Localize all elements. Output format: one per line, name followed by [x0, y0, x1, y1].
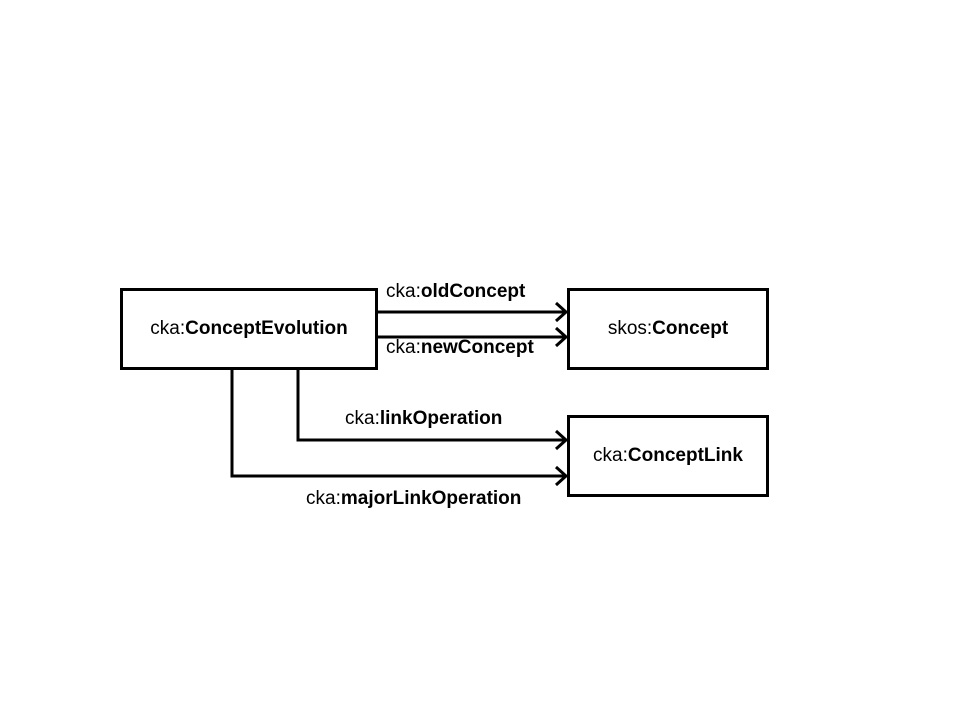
arrowhead-old-concept: [554, 301, 569, 323]
arrowhead-major-link-operation: [554, 465, 569, 487]
old-concept-label: cka:oldConcept: [386, 281, 526, 302]
major-link-operation-label: cka:majorLinkOperation: [306, 488, 522, 509]
edge-link-operation: [296, 369, 566, 442]
concept-evolution-name: ConceptEvolution: [185, 318, 348, 339]
concept-evolution-prefix: cka:: [150, 318, 186, 339]
skos-concept-prefix: skos:: [607, 318, 653, 339]
edge-major-link-operation: [230, 369, 566, 478]
skos-concept-name: Concept: [652, 318, 729, 339]
concept-link-node: cka:ConceptLink: [567, 415, 769, 497]
new-concept-label: cka:newConcept: [386, 337, 534, 358]
skos-concept-node: skos:Concept: [567, 288, 769, 370]
concept-evolution-node: cka:ConceptEvolution: [120, 288, 378, 370]
concept-link-prefix: cka:: [593, 445, 628, 466]
concept-link-name: ConceptLink: [627, 445, 743, 466]
link-operation-label: cka:linkOperation: [345, 408, 503, 429]
arrowhead-new-concept: [554, 326, 569, 348]
arrowhead-link-operation: [554, 429, 569, 451]
